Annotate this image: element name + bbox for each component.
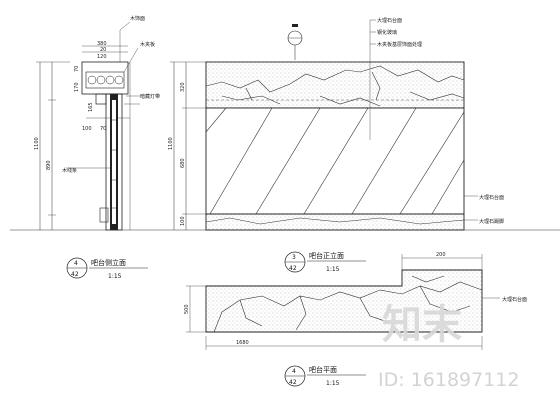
grille-pattern (87, 75, 124, 85)
glass-hatch (205, 107, 465, 215)
plan-dim-500: 500 (184, 304, 190, 314)
dim-170: 170 (74, 82, 80, 92)
front-note-3: 木夹板基层饰面处理 (377, 41, 422, 48)
plan-note-1: 大理石台面 (502, 296, 527, 303)
dim-70: 70 (74, 66, 80, 72)
dim-165: 165 (88, 102, 94, 112)
front-note-1: 大理石台面 (377, 17, 402, 24)
front-note-4: 大理石台面 (479, 194, 504, 201)
dim-100: 100 (82, 126, 92, 132)
side-elevation-scale: 1:15 (108, 273, 122, 280)
bubble-plan-bottom: 42 (289, 379, 297, 386)
dim-1100: 1100 (34, 137, 40, 150)
front-elevation-title: 吧台正立面 (309, 251, 344, 260)
bubble-front-bottom: 42 (289, 265, 297, 272)
bubble-front-top: 3 (292, 254, 296, 261)
side-leaders (66, 21, 140, 169)
plan-scale: 1:15 (326, 380, 340, 387)
plan-marble-veins (213, 275, 483, 333)
front-dim-1100: 1100 (168, 137, 174, 150)
note-strip: 木线条 (62, 167, 77, 174)
marble-kick-band (205, 213, 465, 231)
dim-890: 890 (46, 160, 52, 170)
front-note-5: 大理石踢脚 (479, 218, 504, 225)
front-dim-320: 320 (180, 82, 186, 92)
dim-70b: 70 (100, 126, 106, 132)
glass-panel (205, 107, 465, 215)
note-mdf2: 木夹板 (140, 41, 155, 48)
counter-top-box (81, 61, 129, 95)
watermark-logo-text: 知末 (382, 302, 462, 348)
side-elevation-title: 吧台侧立面 (91, 258, 126, 267)
bubble-side-bottom: 42 (71, 271, 79, 278)
dim-20: 20 (100, 47, 106, 53)
dim-380: 380 (97, 41, 107, 47)
note-light: 暗藏灯带 (140, 93, 160, 100)
plan-dim-200: 200 (436, 252, 446, 258)
watermark-id: ID: 161897112 (378, 369, 519, 391)
front-elevation: 1100 320 680 100 (168, 17, 504, 273)
front-note-2: 钢化玻璃 (377, 29, 397, 36)
note-mdf1: 木饰面 (130, 15, 145, 22)
bubble-side-top: 4 (74, 260, 78, 267)
side-elevation: 1100 890 380 20 120 70 170 100 70 165 (10, 15, 560, 280)
watermark: 知末 ID: 161897112 (378, 302, 519, 391)
dim-120: 120 (97, 54, 107, 60)
plan-view: 200 500 1680 大理石台面 4 42 吧台平面 1:15 (184, 252, 527, 387)
marble-top-band (205, 61, 465, 109)
front-dim-100: 100 (180, 216, 186, 226)
front-dim-680: 680 (180, 158, 186, 168)
plan-outline (205, 269, 483, 333)
front-leaders (369, 19, 478, 221)
front-elevation-scale: 1:15 (326, 266, 340, 273)
plan-title: 吧台平面 (309, 365, 337, 374)
bubble-plan-top: 4 (292, 368, 296, 375)
plan-dim-1680: 1680 (236, 340, 249, 346)
